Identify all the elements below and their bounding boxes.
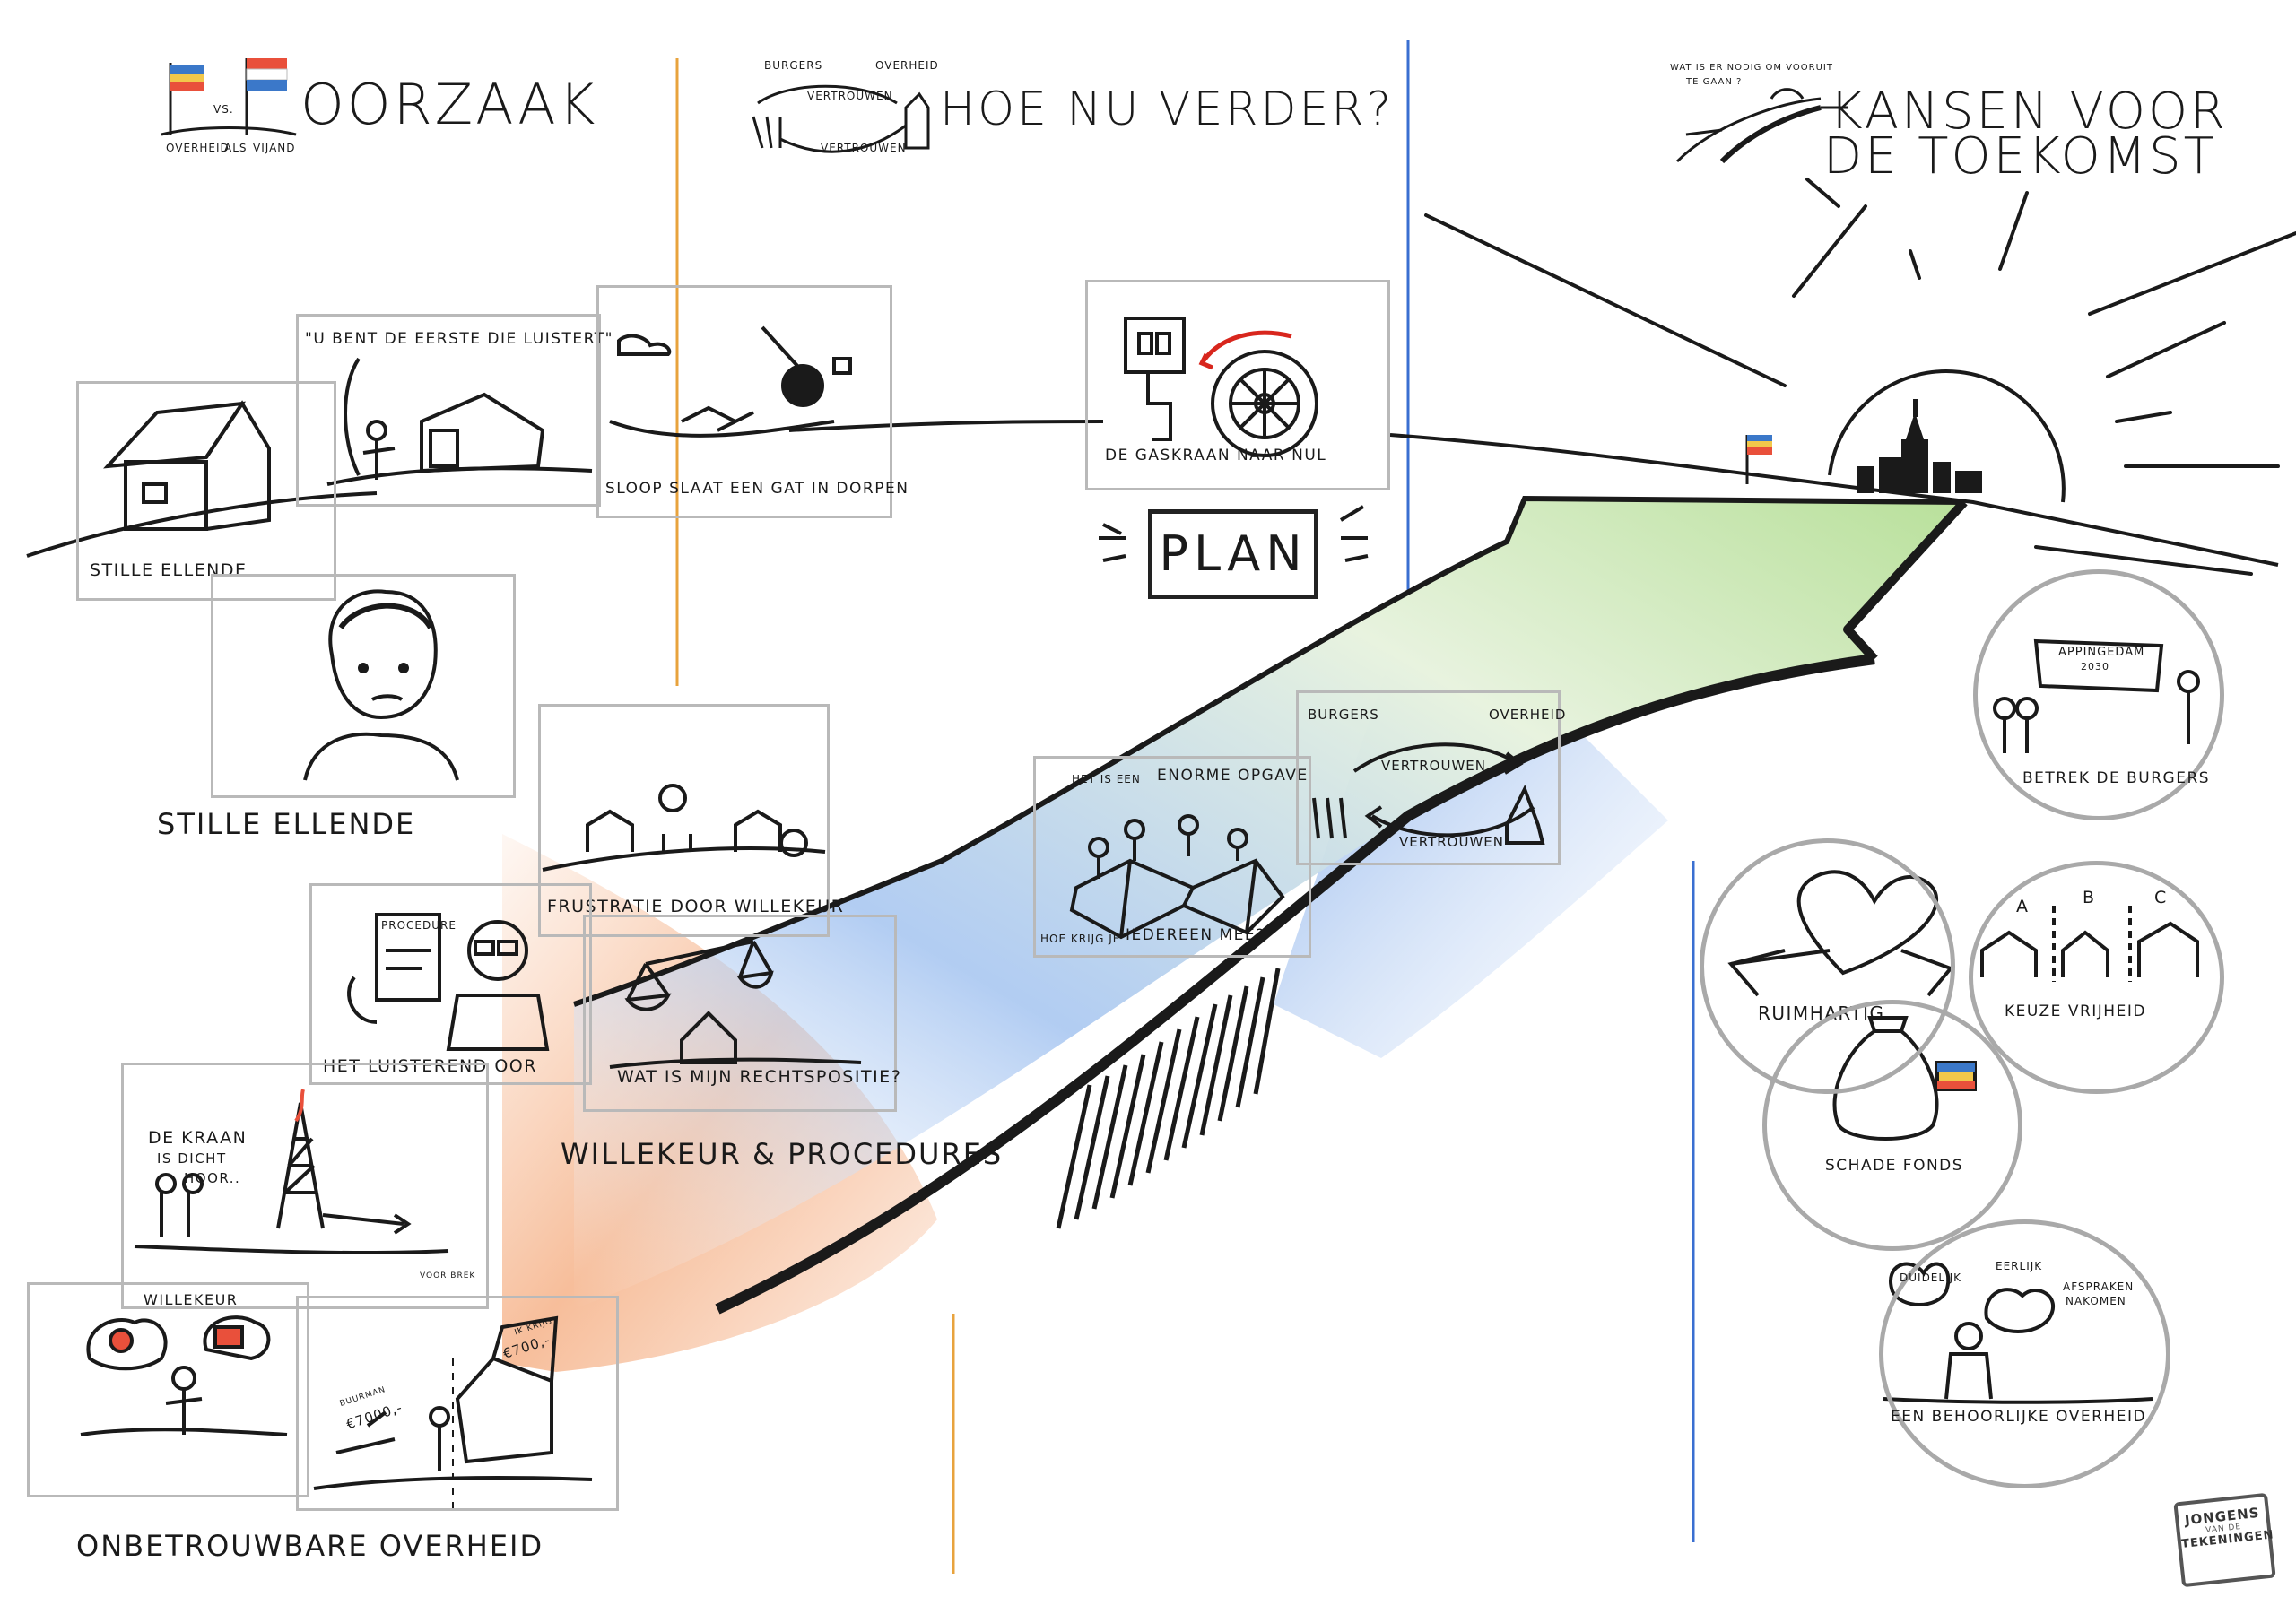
sketch-frustratie xyxy=(542,784,826,872)
vertrouwen-top: VERTROUWEN xyxy=(1381,758,1486,774)
oorzaak-flags xyxy=(161,58,297,136)
kraan-bubble-1: DE KRAAN xyxy=(148,1128,248,1148)
card-vertrouwen xyxy=(1296,690,1561,865)
sketch-face xyxy=(303,589,459,781)
label-onbetrouwbare-overheid: ONBETROUWBARE OVERHEID xyxy=(76,1529,544,1563)
sketch-opgave xyxy=(1069,814,1285,940)
vertrouwen-overheid: OVERHEID xyxy=(1489,707,1567,723)
card-willekeur-caption: WILLEKEUR xyxy=(144,1291,239,1308)
circle-keuzevrijheid xyxy=(1969,861,2224,1094)
vertrouwen-bottom: VERTROUWEN xyxy=(1399,834,1504,850)
card-willekeur xyxy=(27,1282,309,1497)
card-luisterend-oor xyxy=(309,883,592,1085)
betrek-banner-2: 2030 xyxy=(2081,661,2109,673)
keuze-b: B xyxy=(2083,888,2096,907)
label-stille-ellende: STILLE ELLENDE xyxy=(157,807,416,841)
kansen-sketch-caption-1: WAT IS ER NODIG OM VOORUIT xyxy=(1670,63,1833,73)
hoenu-vertrouwen-top: VERTROUWEN xyxy=(807,90,893,102)
label-willekeur-procedures: WILLEKEUR & PROCEDURES xyxy=(561,1137,1004,1171)
growth-arrow xyxy=(574,499,1964,1309)
sketch-gaskraan xyxy=(1124,317,1318,457)
card-kraan-dicht xyxy=(121,1063,489,1309)
hoenu-vertrouwen-bottom: VERTROUWEN xyxy=(821,142,907,154)
plan-accents xyxy=(1099,505,1369,562)
card-frustratie-caption: FRUSTRATIE DOOR WILLEKEUR xyxy=(547,897,845,916)
opgave-line1-b: ENORME OPGAVE xyxy=(1157,767,1309,785)
card-gaskraan xyxy=(1085,280,1390,490)
overheid-b3-2: NAKOMEN xyxy=(2066,1295,2126,1307)
sketch-house xyxy=(26,400,378,558)
card-prices xyxy=(296,1296,619,1511)
kansen-sketch xyxy=(1675,88,1848,164)
hoenu-overheid: OVERHEID xyxy=(875,59,939,72)
schadefonds-caption: SCHADE FONDS xyxy=(1825,1157,1964,1175)
arrow-outline-head xyxy=(1843,499,1968,663)
sketch-luistert xyxy=(326,357,593,486)
opgave-line2-b: IEDEREEN MEE? xyxy=(1126,926,1265,944)
card-stille-ellende-face xyxy=(211,574,516,798)
keuze-caption: KEUZE VRIJHEID xyxy=(2005,1002,2146,1020)
kansen-title-line1: KANSEN VOOR xyxy=(1830,82,2228,141)
kraan-bubble-2: IS DICHT xyxy=(157,1150,227,1167)
opgave-line1-a: HET IS EEN xyxy=(1072,773,1141,785)
oorzaak-title: OORZAAK xyxy=(300,72,598,137)
card-stille-ellende-house xyxy=(76,381,336,601)
overheid-b3-1: AFSPRAKEN xyxy=(2063,1280,2135,1293)
vertrouwen-burgers: BURGERS xyxy=(1308,707,1379,723)
overheid-caption: EEN BEHOORLIJKE OVERHEID xyxy=(1891,1408,2147,1426)
circle-schadefonds xyxy=(1762,1000,2022,1251)
card-luisterend-board: PROCEDURE xyxy=(381,919,457,932)
sketch-willekeur xyxy=(80,1315,288,1436)
circle-behoorlijke-overheid xyxy=(1879,1219,2170,1488)
card-eerste-die-luistert xyxy=(296,314,601,507)
horizon-line xyxy=(788,420,1104,432)
sketch-luisterend xyxy=(347,913,550,1051)
sketch-kraan xyxy=(134,1089,449,1255)
keuze-a: A xyxy=(2016,897,2030,916)
betrek-banner-1: APPINGEDAM xyxy=(2058,646,2145,659)
keuze-c: C xyxy=(2154,888,2168,907)
sun xyxy=(1424,178,2296,576)
opgave-line2-a: HOE KRIJG JE xyxy=(1040,933,1121,945)
sketch-sloop xyxy=(609,325,852,438)
hoenu-sketch xyxy=(752,84,930,153)
card-rechtspositie xyxy=(583,915,897,1112)
card-frustratie xyxy=(538,704,830,937)
sketch-prices xyxy=(313,1315,593,1515)
betrek-caption: BETREK DE BURGERS xyxy=(2022,769,2211,787)
kansen-sketch-caption-2: TE GAAN ? xyxy=(1686,77,1743,87)
oorzaak-flag-mid: ALS xyxy=(224,142,248,154)
card-opgave xyxy=(1033,756,1311,958)
card-rechtspositie-caption: WAT IS MIJN RECHTSPOSITIE? xyxy=(617,1067,902,1087)
sketch-scale xyxy=(609,940,862,1069)
arrow-outline-top xyxy=(573,495,1965,1007)
sketch-vertrouwen xyxy=(1312,742,1545,845)
overheid-b2: EERLIJK xyxy=(1996,1260,2043,1272)
kraan-sign: VOOR BREK xyxy=(420,1271,476,1280)
plan-box: PLAN xyxy=(1148,509,1318,599)
card-eerste-quote: "U BENT DE EERSTE DIE LUISTERT" xyxy=(305,330,613,348)
horizon-line-right xyxy=(1389,433,2279,567)
card-gaskraan-caption: DE GASKRAAN NAAR NUL xyxy=(1105,447,1327,464)
arrow-hatching xyxy=(1056,968,1281,1229)
flag-drenthe xyxy=(1745,435,1772,484)
card-luisterend-caption: HET LUISTEREND OOR xyxy=(323,1056,537,1076)
card-sloop-caption: SLOOP SLAAT EEN GAT IN DORPEN xyxy=(605,480,909,498)
kraan-bubble-3: HOOR.. xyxy=(184,1170,241,1186)
circle-betrek xyxy=(1973,569,2224,820)
card-stille-ellende-caption: STILLE ELLENDE xyxy=(90,560,248,580)
overheid-b1: DUIDELIJK xyxy=(1900,1271,1962,1284)
logo-jongens-tekeningen: JONGENS VAN DE TEKENINGEN xyxy=(2173,1492,2276,1588)
oorzaak-flag-left-caption: OVERHEID xyxy=(166,142,230,154)
oorzaak-flag-right-caption: VIJAND xyxy=(253,142,296,154)
oorzaak-flag-vs: VS. xyxy=(213,103,234,116)
hoe-nu-verder-title: HOE NU VERDER? xyxy=(940,82,1395,136)
kansen-title-line2: DE TOEKOMST xyxy=(1823,127,2217,186)
card-sloop xyxy=(596,285,892,518)
hoenu-burgers: BURGERS xyxy=(764,59,823,72)
